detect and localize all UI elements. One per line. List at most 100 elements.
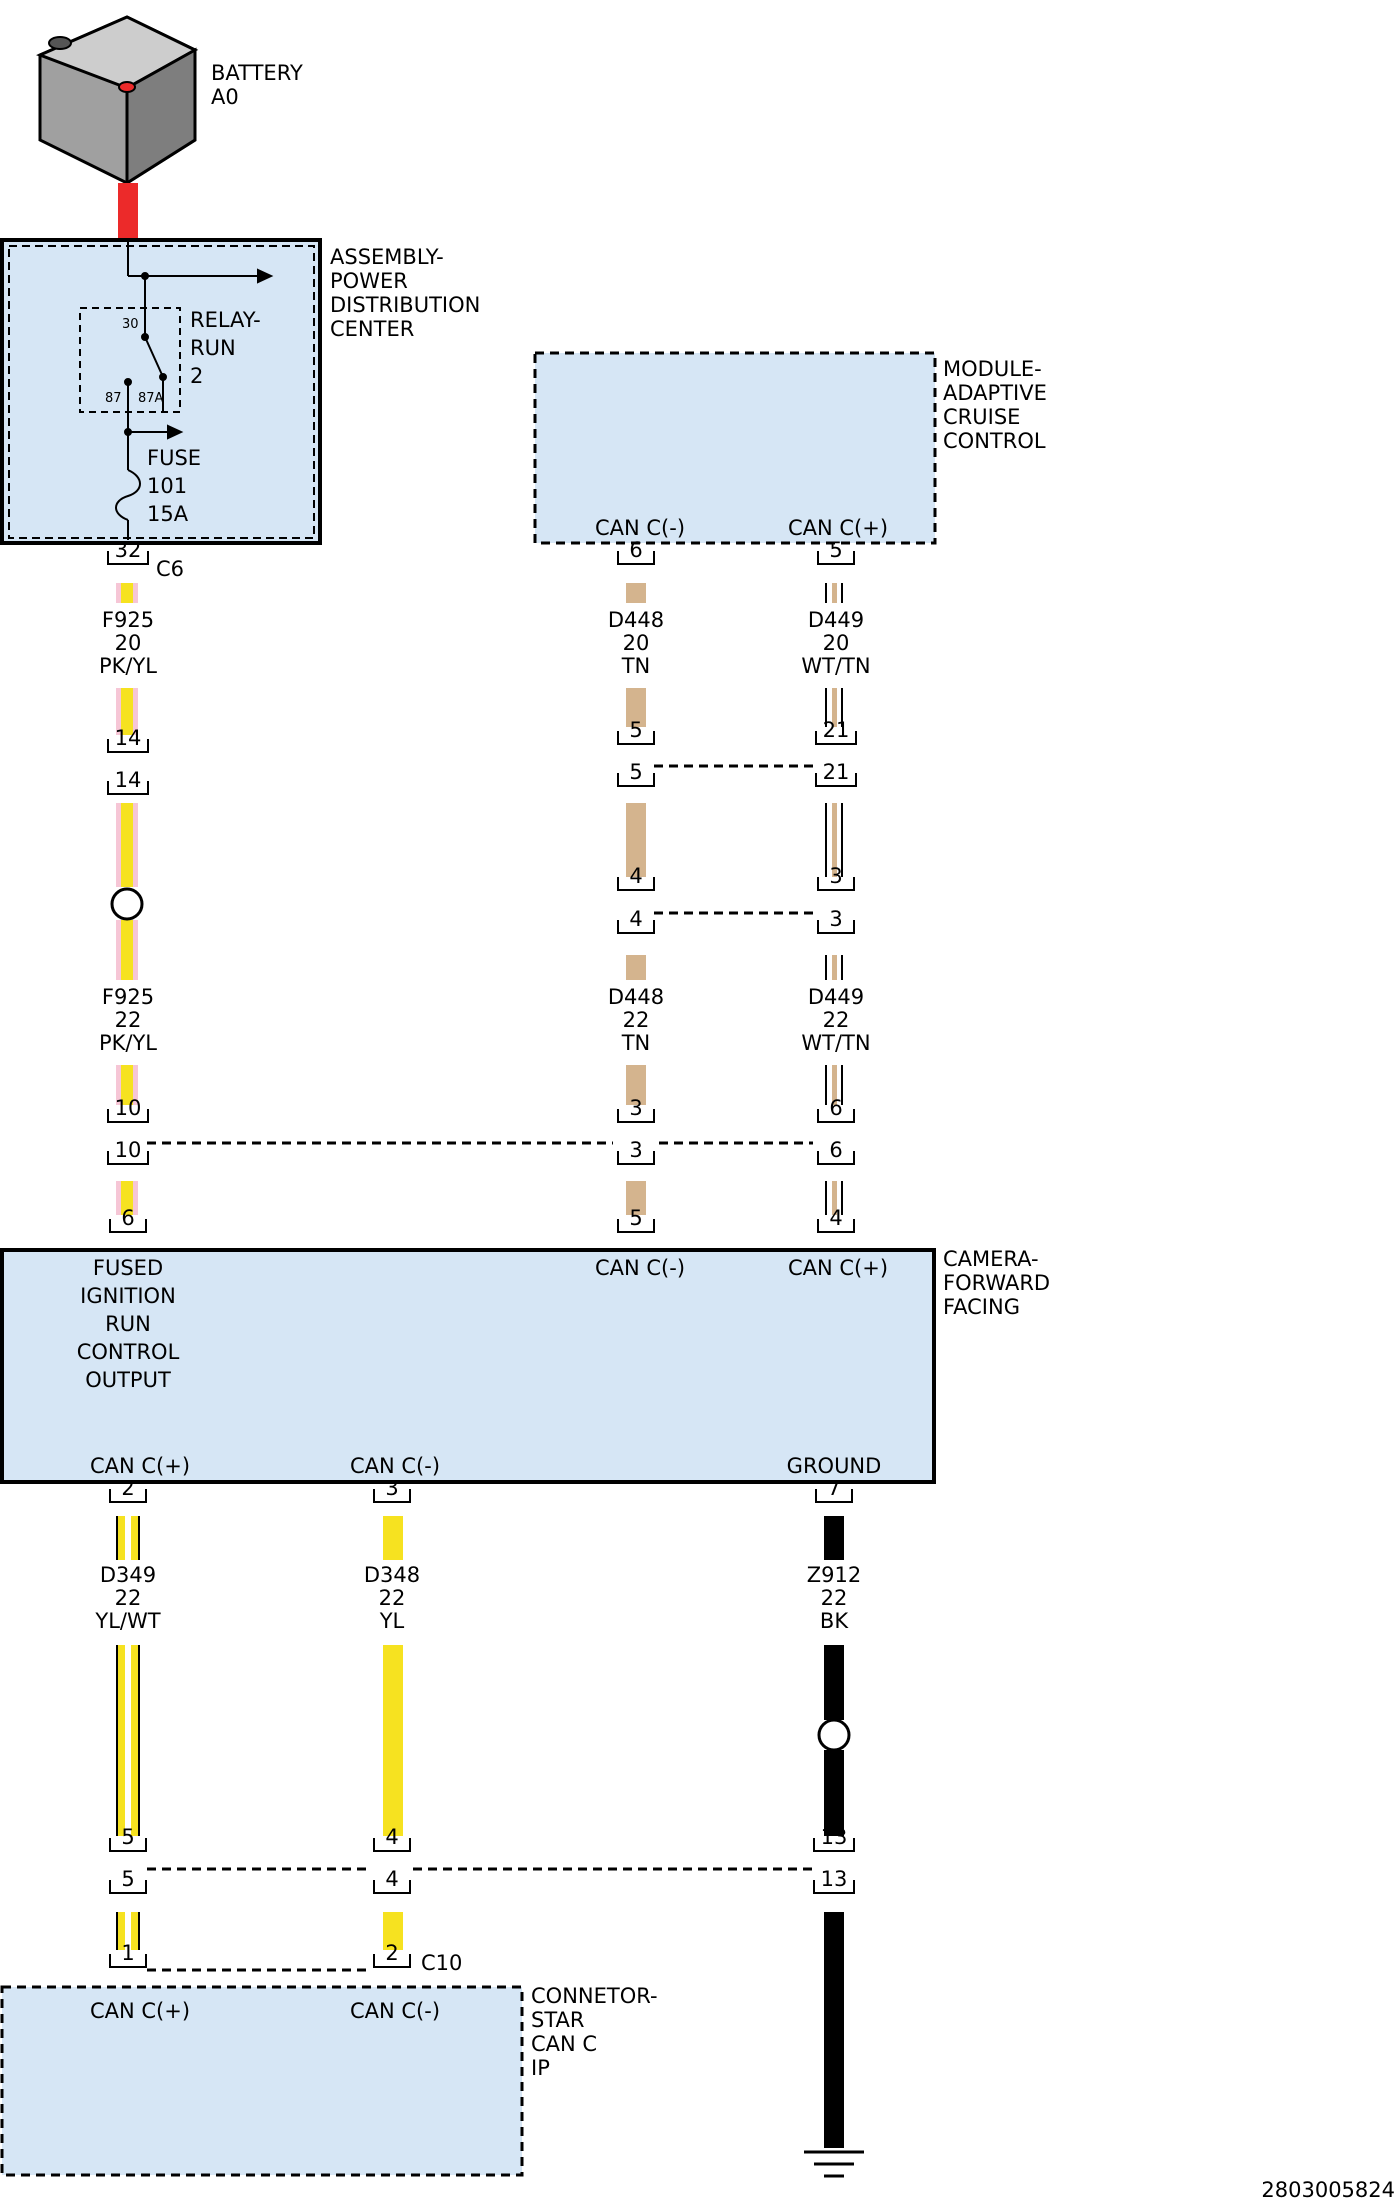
wire-yl-3 xyxy=(383,1912,403,1950)
wire-wttn-stripe-3 xyxy=(832,803,837,877)
pin-label-6: 5 xyxy=(629,760,642,784)
pin-label-18: 6 xyxy=(829,1138,842,1162)
wire-ylwt-stripe-1 xyxy=(125,1516,131,1560)
wire-d349-1: D349 xyxy=(100,1563,156,1587)
camera-fused-5: OUTPUT xyxy=(85,1368,171,1392)
battery-ref: A0 xyxy=(211,85,239,109)
wire-f925-b-3: PK/YL xyxy=(99,1031,157,1055)
pin-frame-9 xyxy=(617,877,655,891)
pin-label-21: 4 xyxy=(829,1206,842,1230)
pin-label-15: 3 xyxy=(629,1096,642,1120)
wire-d448-b-3: TN xyxy=(621,1031,651,1055)
pin-frame-12 xyxy=(817,920,855,934)
camera-can-plus-bottom: CAN C(+) xyxy=(90,1454,190,1478)
wire-wttn-stripe-6 xyxy=(832,1181,837,1215)
pin-frame-1 xyxy=(617,551,655,565)
wire-pkyl-core-5 xyxy=(121,1065,133,1105)
fuse-name-1: FUSE xyxy=(147,446,201,470)
wire-bk-1 xyxy=(824,1516,844,1560)
camera-name-3: FACING xyxy=(943,1295,1020,1319)
pin-label-14: 10 xyxy=(115,1138,142,1162)
connector-c10: C10 xyxy=(421,1951,462,1975)
wire-d449-b-3: WT/TN xyxy=(801,1031,870,1055)
pin-frame-32 xyxy=(373,1954,411,1968)
pin-label-27: 4 xyxy=(385,1825,398,1849)
wire-z912-3: BK xyxy=(820,1609,849,1633)
wire-pkyl-core-4 xyxy=(121,920,133,980)
wire-d449-a-2: 20 xyxy=(823,631,850,655)
acc-can-minus: CAN C(-) xyxy=(595,516,685,540)
connector-c6: C6 xyxy=(156,557,184,581)
camera-ground: GROUND xyxy=(787,1454,882,1478)
pin-label-17: 6 xyxy=(829,1096,842,1120)
splice-f925 xyxy=(110,887,144,921)
wire-yl-1 xyxy=(383,1516,403,1560)
battery-wire xyxy=(118,183,138,238)
camera-fused-3: RUN xyxy=(105,1312,151,1336)
pin-frame-22 xyxy=(109,1489,147,1503)
pin-label-0: 32 xyxy=(115,538,142,562)
wire-f925-a-2: 20 xyxy=(115,631,142,655)
star-name-4: IP xyxy=(531,2056,550,2080)
pin-frame-0 xyxy=(107,551,149,565)
pin-label-25: 5 xyxy=(121,1825,134,1849)
pdc-name-4: CENTER xyxy=(330,317,414,341)
pin-frame-29 xyxy=(813,1838,855,1852)
battery-name: BATTERY xyxy=(211,61,303,85)
pin-frame-3 xyxy=(107,739,149,753)
acc-box xyxy=(533,351,937,545)
pin-label-5: 5 xyxy=(629,718,642,742)
pin-label-11: 3 xyxy=(829,864,842,888)
pin-frame-8 xyxy=(815,773,857,787)
acc-can-plus: CAN C(+) xyxy=(788,516,888,540)
wire-d448-a-3: TN xyxy=(621,654,651,678)
pin-frame-5 xyxy=(617,731,655,745)
camera-name-1: CAMERA- xyxy=(943,1247,1039,1271)
relay-name-2: RUN xyxy=(190,336,236,360)
pin-label-9: 4 xyxy=(629,864,642,888)
pin-frame-17 xyxy=(817,1109,855,1123)
wire-z912-2: 22 xyxy=(821,1586,848,1610)
wire-yl-2 xyxy=(383,1645,403,1836)
relay-name-3: 2 xyxy=(190,364,203,388)
wire-d348-3: YL xyxy=(379,1609,405,1633)
pin-label-31: 1 xyxy=(121,1941,134,1965)
wire-d449-a-1: D449 xyxy=(808,608,864,632)
relay-pin-30: 30 xyxy=(122,317,139,332)
pin-frame-23 xyxy=(373,1489,411,1503)
wire-d448-a-1: D448 xyxy=(608,608,664,632)
pin-frame-18 xyxy=(817,1151,855,1165)
wire-ylwt-stripe-3 xyxy=(125,1912,131,1950)
pin-frame-15 xyxy=(617,1109,655,1123)
pin-frame-27 xyxy=(373,1838,411,1852)
pin-frame-11 xyxy=(817,877,855,891)
wire-tn-2 xyxy=(626,688,646,727)
camera-fused-1: FUSED xyxy=(93,1256,163,1280)
pin-frame-7 xyxy=(815,731,857,745)
wire-d448-a-2: 20 xyxy=(623,631,650,655)
acc-name-2: ADAPTIVE xyxy=(943,381,1047,405)
pin-label-10: 4 xyxy=(629,907,642,931)
pin-frame-31 xyxy=(109,1954,147,1968)
wire-z912-1: Z912 xyxy=(807,1563,861,1587)
wire-tn-1 xyxy=(626,583,646,603)
camera-can-minus-top: CAN C(-) xyxy=(595,1256,685,1280)
pin-label-26: 5 xyxy=(121,1867,134,1891)
pin-label-28: 4 xyxy=(385,1867,398,1891)
pin-label-8: 21 xyxy=(823,760,850,784)
relay-name-1: RELAY- xyxy=(190,308,261,332)
pin-frame-14 xyxy=(107,1151,149,1165)
star-name-3: CAN C xyxy=(531,2032,597,2056)
pin-label-4: 14 xyxy=(115,768,142,792)
camera-name-2: FORWARD xyxy=(943,1271,1050,1295)
document-id: 2803005824 xyxy=(1261,2178,1395,2199)
wire-tn-4 xyxy=(626,955,646,980)
pin-frame-4 xyxy=(107,781,149,795)
wire-d348-2: 22 xyxy=(379,1586,406,1610)
camera-fused-4: CONTROL xyxy=(77,1340,180,1364)
wire-wttn-stripe-4 xyxy=(832,955,837,980)
wire-d449-a-3: WT/TN xyxy=(801,654,870,678)
pin-label-20: 5 xyxy=(629,1206,642,1230)
wire-d349-3: YL/WT xyxy=(94,1609,160,1633)
